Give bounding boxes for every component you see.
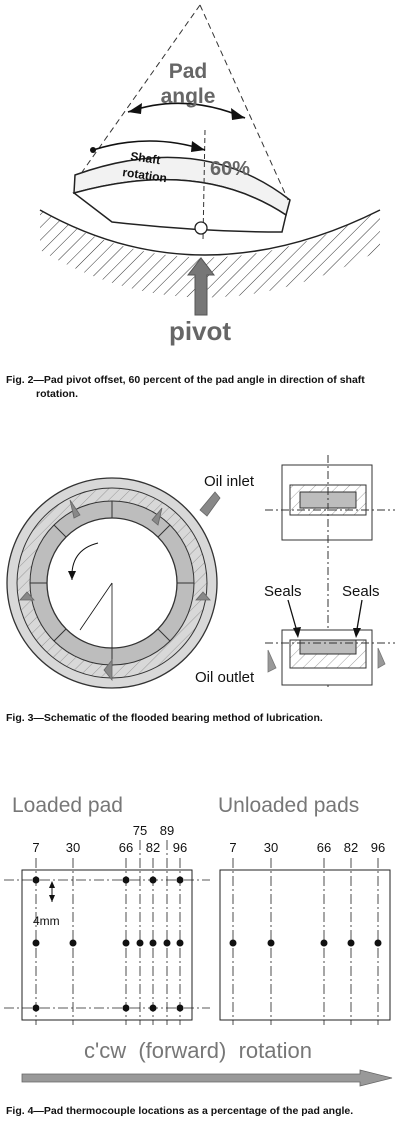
oil-outlet-label: Oil outlet — [195, 669, 255, 686]
loaded-label-82: 82 — [146, 840, 160, 855]
loaded-pad-title: Loaded pad — [12, 794, 123, 817]
unloaded-label-66: 66 — [317, 840, 331, 855]
pad-label-1: Pad — [169, 60, 208, 83]
unloaded-label-82: 82 — [344, 840, 358, 855]
pivot-point — [194, 221, 208, 235]
figure-3: Oil inlet Seals Seals Oil outlet — [0, 450, 400, 695]
pad-body — [72, 178, 287, 233]
label-75: 75 — [133, 823, 147, 838]
label-89: 89 — [160, 823, 174, 838]
figure-3-caption: Fig. 3—Schematic of the flooded bearing … — [6, 712, 323, 724]
pad-label-2: angle — [161, 85, 216, 108]
loaded-pad-box — [21, 869, 193, 1021]
figure-4-caption: Fig. 4—Pad thermocouple locations as a p… — [6, 1105, 354, 1117]
flooded-bearing-schematic: Oil inlet Seals Seals Oil outlet — [6, 455, 395, 690]
unloaded-pads-title: Unloaded pads — [218, 794, 359, 817]
pad-pivot-diagram: Pad angle Shaft rotation 60% pivot — [39, 4, 381, 346]
loaded-label-30: 30 — [66, 840, 80, 855]
loaded-label-66: 66 — [119, 840, 133, 855]
figure-2-caption-line1: Fig. 2—Pad pivot offset, 60 percent of t… — [6, 374, 365, 386]
shaft-hatch — [40, 210, 380, 298]
loaded-label-7: 7 — [32, 840, 39, 855]
pivot-label: pivot — [169, 316, 231, 346]
shaft-surface — [39, 209, 381, 256]
figure-2-caption: Fig. 2—Pad pivot offset, 60 percent of t… — [6, 373, 394, 401]
oil-inlet-label: Oil inlet — [204, 473, 255, 490]
unloaded-label-7: 7 — [229, 840, 236, 855]
rotation-arrow — [21, 1069, 393, 1087]
unloaded-label-96: 96 — [371, 840, 385, 855]
loaded-thermocouples — [32, 876, 184, 1012]
seals-right-label: Seals — [342, 583, 380, 600]
figure-4: Loaded pad Unloaded pads 75 89 7 30 66 8… — [0, 780, 400, 1095]
seals-left-label: Seals — [264, 583, 302, 600]
shaft-label-1: Shaft — [130, 149, 162, 167]
percent-label: 60% — [210, 158, 250, 180]
dimension-label: 4mm — [33, 914, 60, 928]
unloaded-thermocouples — [229, 939, 382, 947]
pivot-arrow — [186, 257, 216, 316]
figure-2: Pad angle Shaft rotation 60% pivot — [0, 0, 400, 350]
thermocouple-locations-diagram: Loaded pad Unloaded pads 75 89 7 30 66 8… — [4, 794, 393, 1087]
rotation-label: c'cw (forward) rotation — [84, 1038, 312, 1063]
loaded-label-96: 96 — [173, 840, 187, 855]
shaft-label-2: rotation — [122, 165, 168, 185]
unloaded-label-30: 30 — [264, 840, 278, 855]
figure-2-caption-line2: rotation. — [36, 388, 78, 400]
unloaded-pad-box — [219, 869, 391, 1021]
